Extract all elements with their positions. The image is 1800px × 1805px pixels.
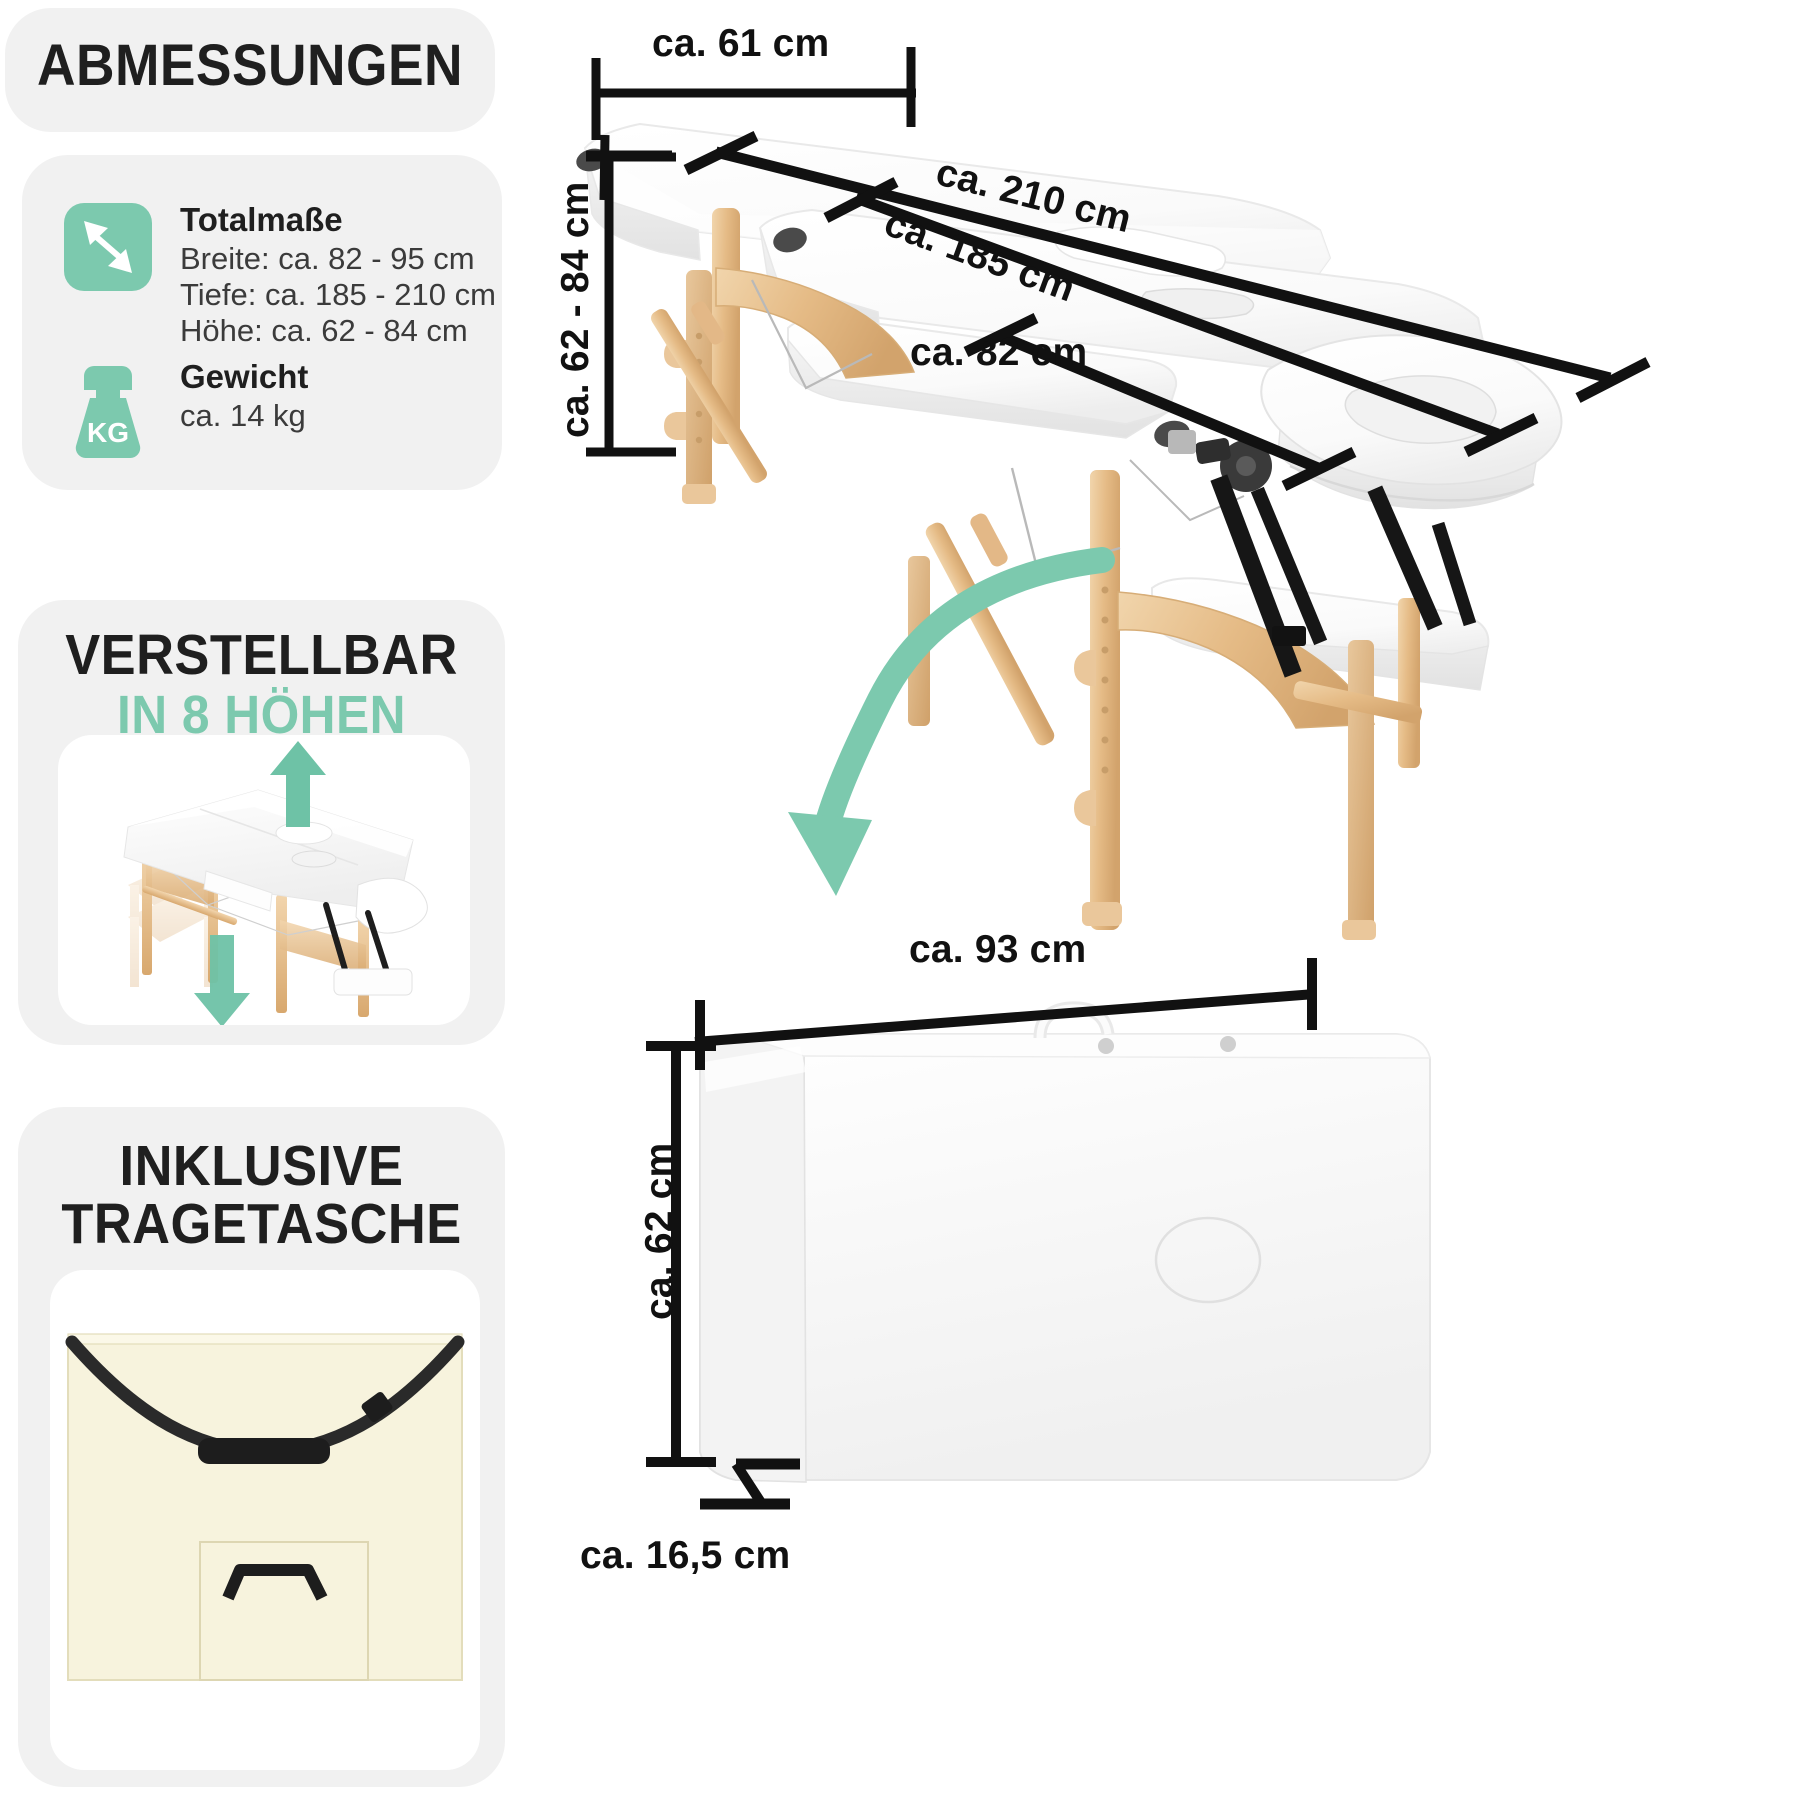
table-cable-center <box>1010 467 1121 574</box>
kg-weight-icon: KG <box>64 360 152 459</box>
dimension-label-case-height: ca. 62 cm <box>638 1142 681 1320</box>
spec-line-hoehe: Höhe: ca. 62 - 84 cm <box>180 313 468 349</box>
dimension-label-width-top: ca. 61 cm <box>652 22 830 65</box>
table-leg-mid-thin <box>908 556 930 726</box>
table-leg-center <box>1074 470 1122 930</box>
dimension-height <box>586 152 676 457</box>
dimension-label-case-depth: ca. 16,5 cm <box>580 1534 791 1577</box>
diagonal-arrows-icon <box>64 203 152 291</box>
spec-heading: Totalmaße <box>180 201 343 238</box>
bag-photo-card <box>50 1270 480 1770</box>
table-cable-left <box>751 279 873 390</box>
arrow-down-icon <box>194 935 250 1025</box>
table-gusset-left <box>715 267 916 379</box>
carry-bag-illustration <box>65 1333 465 1681</box>
table-face-hole <box>1140 288 1255 320</box>
header-panel: ABMESSUNGEN <box>5 8 495 132</box>
carry-case-illustration <box>699 1001 1431 1483</box>
spec-line-weight-value: ca. 14 kg <box>180 397 306 433</box>
dimension-label-width-82: ca. 82 cm <box>910 331 1088 374</box>
dimension-corner-ticks <box>586 134 672 201</box>
table-leg-back-left <box>1090 470 1116 920</box>
dimension-length-210 <box>683 131 1651 403</box>
dimension-case-depth <box>700 1458 800 1510</box>
table-brace-left <box>651 301 767 483</box>
mini-massage-table-illustration <box>123 741 428 1025</box>
spec-heading-weight: Gewicht <box>180 358 309 395</box>
table-lower-shelf-cushion <box>1151 577 1490 670</box>
dimension-label-case-width: ca. 93 cm <box>909 928 1087 971</box>
table-leg-left <box>664 208 740 504</box>
bag-title: INKLUSIVE TRAGETASCHE <box>37 1137 485 1253</box>
table-brace-center <box>925 513 1055 746</box>
bag-title-line2: TRAGETASCHE <box>61 1192 462 1257</box>
table-back-cushion <box>583 122 1332 302</box>
specs-panel: Totalmaße Breite: ca. 82 - 95 cm Tiefe: … <box>22 155 502 490</box>
adjustable-title: VERSTELLBAR IN 8 HÖHEN <box>37 626 485 743</box>
table-face-cradle <box>1260 334 1563 510</box>
table-support-straps <box>1210 474 1477 678</box>
table-head-pillow <box>1054 226 1227 277</box>
dimension-case-width <box>694 958 1317 1070</box>
adjustable-title-main: VERSTELLBAR <box>65 623 458 687</box>
curved-fold-arrow-icon <box>788 547 1115 896</box>
adjustable-subtitle: IN 8 HÖHEN <box>117 685 406 746</box>
spec-row-weight: KG Gewicht ca. 14 kg <box>64 358 309 459</box>
arrow-up-icon <box>270 741 326 827</box>
spec-line-tiefe: Tiefe: ca. 185 - 210 cm <box>180 276 496 312</box>
table-knob-mid <box>773 227 807 253</box>
dimension-label-height: ca. 62 - 84 cm <box>554 181 597 438</box>
spec-row-total-dimensions: Totalmaße Breite: ca. 82 - 95 cm Tiefe: … <box>64 201 496 349</box>
kg-icon-label: KG <box>87 417 129 448</box>
table-knob-armrest <box>1154 420 1190 448</box>
page-title: ABMESSUNGEN <box>36 33 464 98</box>
spec-line-breite: Breite: ca. 82 - 95 cm <box>180 240 475 276</box>
table-hinge-hardware <box>1168 430 1272 492</box>
table-knob-left <box>576 148 608 172</box>
bag-title-line1: INKLUSIVE <box>119 1134 404 1198</box>
adjustable-photo-card <box>58 735 470 1025</box>
table-gusset-center <box>1117 591 1376 729</box>
table-leg-right <box>1293 598 1423 940</box>
